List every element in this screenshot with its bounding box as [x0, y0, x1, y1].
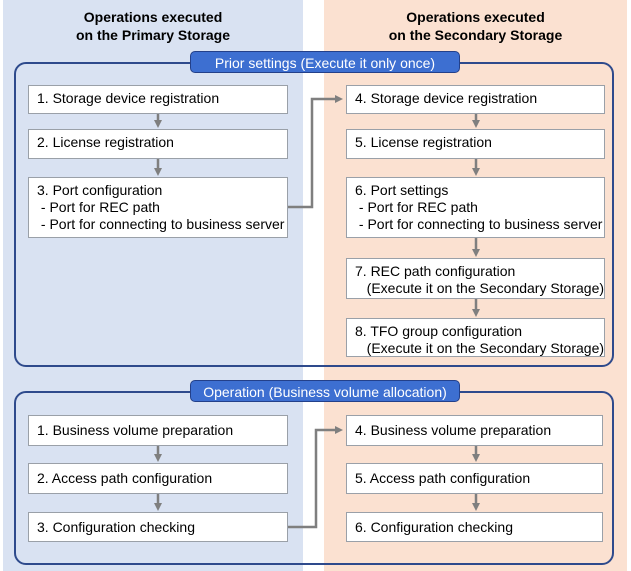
prior-settings-label: Prior settings (Execute it only once)	[190, 51, 460, 73]
step-text: 3. Port configuration	[37, 182, 163, 198]
arrow-op-p3-to-s4	[288, 426, 343, 529]
step-port-settings-secondary: 6. Port settings - Port for REC path - P…	[346, 177, 605, 238]
step-subtext: - Port for connecting to business server	[37, 216, 285, 232]
step-text: 5. License registration	[355, 134, 492, 150]
step-text: 7. REC path configuration	[355, 263, 516, 279]
step-text: 1. Business volume preparation	[37, 422, 234, 438]
step-text: 1. Storage device registration	[37, 90, 220, 106]
step-port-configuration-primary: 3. Port configuration - Port for REC pat…	[28, 177, 288, 238]
step-access-path-configuration-primary: 2. Access path configuration	[28, 463, 288, 494]
step-subtext: (Execute it on the Secondary Storage)	[355, 340, 605, 356]
arrow-p3-to-s4	[288, 95, 343, 209]
step-text: 8. TFO group configuration	[355, 323, 523, 339]
step-text: 5. Access path configuration	[355, 470, 531, 486]
step-subtext: - Port for connecting to business server	[355, 216, 603, 232]
step-license-registration-primary: 2. License registration	[28, 129, 288, 159]
step-configuration-checking-primary: 3. Configuration checking	[28, 512, 288, 542]
step-tfo-group-configuration: 8. TFO group configuration (Execute it o…	[346, 318, 605, 357]
step-storage-device-registration-primary: 1. Storage device registration	[28, 85, 288, 114]
secondary-column-title: Operations executed on the Secondary Sto…	[324, 8, 627, 44]
primary-column-title: Operations executed on the Primary Stora…	[3, 8, 303, 44]
step-business-volume-preparation-primary: 1. Business volume preparation	[28, 415, 288, 446]
step-business-volume-preparation-secondary: 4. Business volume preparation	[346, 415, 603, 446]
operation-label: Operation (Business volume allocation)	[190, 380, 460, 402]
step-storage-device-registration-secondary: 4. Storage device registration	[346, 85, 605, 114]
step-configuration-checking-secondary: 6. Configuration checking	[346, 512, 603, 542]
step-subtext: - Port for REC path	[37, 199, 160, 215]
step-rec-path-configuration: 7. REC path configuration (Execute it on…	[346, 258, 605, 299]
step-text: 3. Configuration checking	[37, 519, 195, 535]
step-text: 2. License registration	[37, 134, 174, 150]
step-subtext: (Execute it on the Secondary Storage)	[355, 280, 605, 296]
step-text: 4. Business volume preparation	[355, 422, 552, 438]
step-text: 6. Port settings	[355, 182, 449, 198]
step-subtext: - Port for REC path	[355, 199, 478, 215]
step-text: 4. Storage device registration	[355, 90, 538, 106]
secondary-column-title-line-2: on the Secondary Storage	[388, 27, 563, 43]
step-text: 6. Configuration checking	[355, 519, 513, 535]
step-license-registration-secondary: 5. License registration	[346, 129, 605, 159]
secondary-column-title-line-1: Operations executed	[406, 9, 545, 25]
primary-column-title-line-1: Operations executed	[83, 9, 223, 25]
step-access-path-configuration-secondary: 5. Access path configuration	[346, 463, 603, 494]
step-text: 2. Access path configuration	[37, 470, 213, 486]
primary-column-title-line-2: on the Primary Storage	[75, 27, 231, 43]
